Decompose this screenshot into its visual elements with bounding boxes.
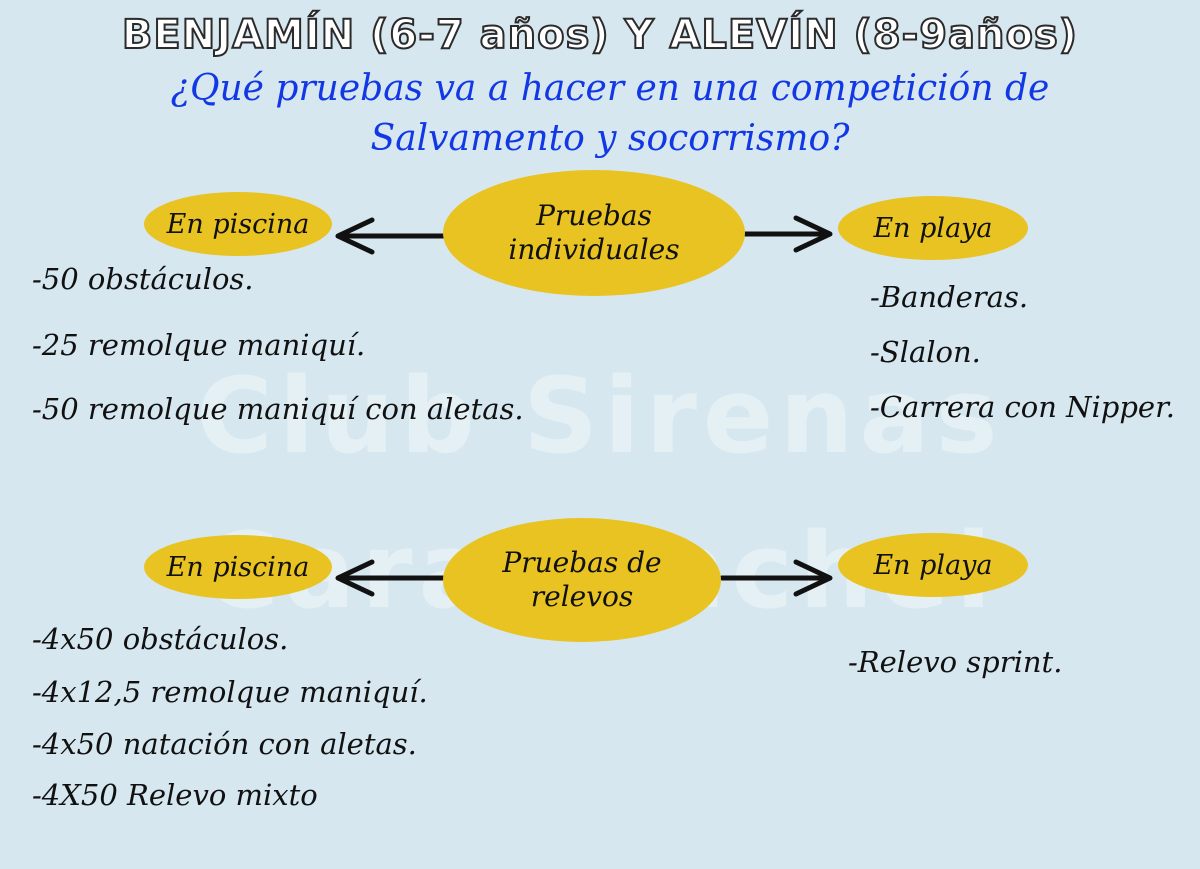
individual-beach-item-3: -Carrera con Nipper. xyxy=(870,390,1175,424)
individual-pool-item-3: -50 remolque maniquí con aletas. xyxy=(32,392,524,426)
relay-beach-ellipse: En playa xyxy=(838,533,1028,597)
relay-center-line-2: relevos xyxy=(530,580,634,613)
arrowhead-relay-right xyxy=(793,559,833,597)
individual-pool-item-1: -50 obstáculos. xyxy=(32,262,254,296)
question-line-1: ¿Qué pruebas va a hacer en una competici… xyxy=(170,68,1050,109)
question-heading: ¿Qué pruebas va a hacer en una competici… xyxy=(120,64,1100,164)
individual-center-line-1: Pruebas xyxy=(536,199,652,232)
individual-pool-ellipse: En piscina xyxy=(144,192,332,256)
individual-beach-ellipse: En playa xyxy=(838,196,1028,260)
question-line-2: Salvamento y socorrismo? xyxy=(370,118,850,159)
individual-center-line-2: individuales xyxy=(508,233,680,266)
individual-beach-item-2: -Slalon. xyxy=(870,335,981,369)
individual-beach-item-1: -Banderas. xyxy=(870,280,1029,314)
individual-center-ellipse: Pruebas individuales xyxy=(443,170,745,296)
relay-pool-item-4: -4X50 Relevo mixto xyxy=(32,778,318,812)
arrowhead-relay-left xyxy=(335,559,375,597)
relay-beach-item-1: -Relevo sprint. xyxy=(848,645,1063,679)
individual-beach-label: En playa xyxy=(873,212,993,244)
watermark-line-1: Club Sirenas xyxy=(196,355,1004,477)
page-title: BENJAMÍN (6-7 años) Y ALEVÍN (8-9años) xyxy=(121,11,1079,59)
relay-pool-item-3: -4x50 natación con aletas. xyxy=(32,727,417,761)
arrowhead-individual-left xyxy=(335,217,375,255)
arrowhead-individual-right xyxy=(793,215,833,253)
relay-pool-item-2: -4x12,5 remolque maniquí. xyxy=(32,675,428,709)
relay-pool-item-1: -4x50 obstáculos. xyxy=(32,622,289,656)
relay-pool-label: En piscina xyxy=(166,551,310,583)
relay-beach-label: En playa xyxy=(873,549,993,581)
relay-center-ellipse: Pruebas de relevos xyxy=(443,518,721,642)
individual-pool-label: En piscina xyxy=(166,208,310,240)
individual-pool-item-2: -25 remolque maniquí. xyxy=(32,328,366,362)
relay-center-line-1: Pruebas de xyxy=(502,546,662,579)
relay-pool-ellipse: En piscina xyxy=(144,535,332,599)
